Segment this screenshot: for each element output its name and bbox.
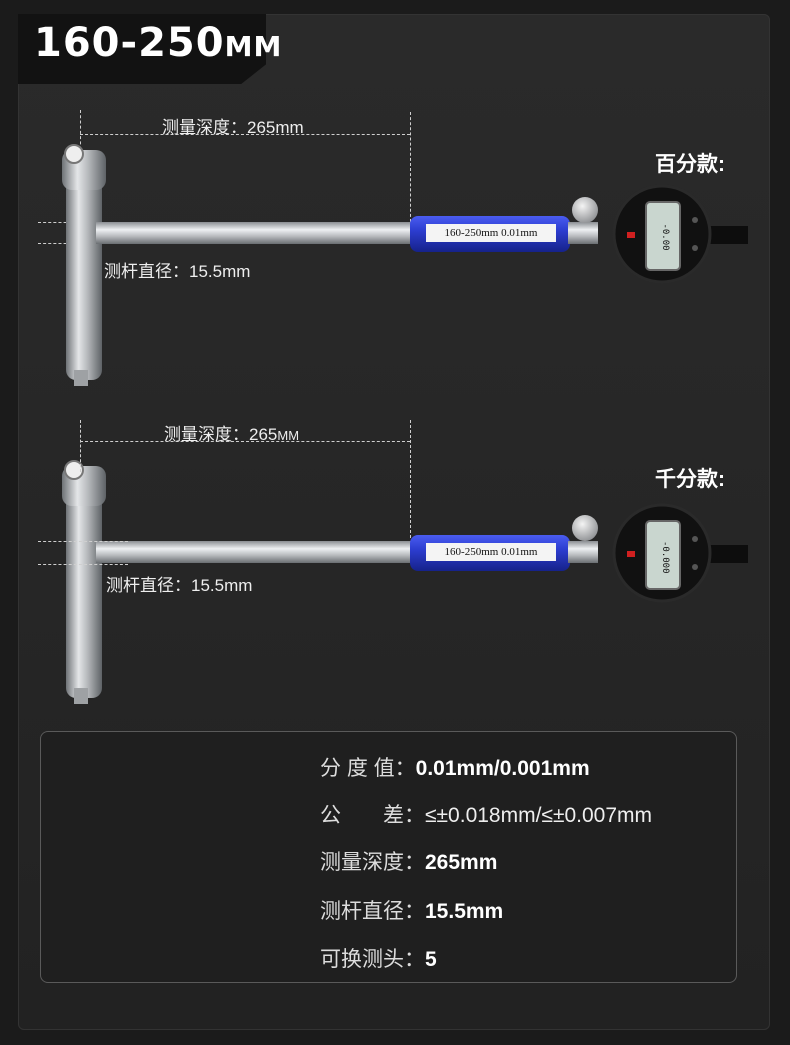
spec-row-probes: 可换测头：5 — [320, 943, 437, 973]
gauge-top-knob — [572, 197, 598, 223]
lcd-readout-bottom: -0.000 — [660, 541, 670, 574]
gauge-bottom-collar — [568, 541, 598, 563]
title-unit: MM — [224, 30, 283, 63]
gauge-top-button-2[interactable] — [692, 245, 698, 251]
depth-label-2: 测量深度：265MM — [164, 420, 299, 445]
gauge-bottom-knob — [572, 515, 598, 541]
gauge-top-collar — [568, 222, 598, 244]
depth-dimension-line-2 — [80, 441, 410, 442]
spec-value-depth: 265mm — [425, 851, 498, 874]
gauge-top-lcd — [645, 201, 681, 271]
spec-value-probes: 5 — [425, 948, 437, 971]
spec-row-diameter: 测杆直径：15.5mm — [320, 895, 503, 925]
gauge-bottom-power-button[interactable] — [627, 551, 635, 557]
page-title: 160-250MM — [34, 20, 282, 66]
spec-value-resolution: 0.01mm/0.001mm — [415, 757, 590, 780]
spec-key-resolution: 分 度 值： — [320, 757, 416, 780]
spec-row-tolerance: 公 差：≤±0.018mm/≤±0.007mm — [320, 799, 652, 829]
variant-label: 百分款: — [655, 153, 725, 176]
title-tab — [18, 14, 266, 84]
diameter-label: 测杆直径：15.5mm — [104, 262, 251, 281]
diameter-dimension-line-top-2 — [38, 541, 128, 542]
depth-dimension-tick-right-2 — [410, 420, 411, 538]
depth-dimension-tick-left — [80, 110, 81, 160]
spec-value-diameter: 15.5mm — [425, 900, 504, 923]
spec-key-depth: 测量深度： — [320, 851, 425, 874]
gauge-bottom-lcd — [645, 520, 681, 590]
spec-row-depth: 测量深度：265mm — [320, 846, 497, 876]
spec-value-tolerance: ≤±0.018mm/≤±0.007mm — [425, 804, 653, 827]
depth-label-2-unit: MM — [277, 428, 300, 443]
gauge-bottom-tip — [74, 688, 88, 704]
gauge-bottom-cable — [700, 545, 748, 563]
spec-box — [40, 731, 737, 983]
depth-dimension-tick-left-2 — [80, 420, 81, 472]
depth-label-2-main: 测量深度：265 — [164, 425, 278, 444]
spec-key-diameter: 测杆直径： — [320, 900, 425, 923]
variant-label-2: 千分款: — [655, 468, 725, 491]
gauge-bottom-rod — [96, 541, 416, 563]
handle-label-bottom: 160-250mm 0.01mm — [426, 543, 556, 561]
gauge-top — [62, 144, 748, 386]
gauge-top-power-button[interactable] — [627, 232, 635, 238]
spec-row-resolution: 分 度 值：0.01mm/0.001mm — [320, 752, 590, 782]
gauge-top-rod — [96, 222, 416, 244]
gauge-top-cable — [700, 226, 748, 244]
gauge-bottom-button-1[interactable] — [692, 536, 698, 542]
gauge-bottom-button-2[interactable] — [692, 564, 698, 570]
lcd-readout-top: -0.00 — [660, 223, 670, 251]
handle-label-top: 160-250mm 0.01mm — [426, 224, 556, 242]
spec-key-tolerance: 公 差： — [320, 804, 425, 827]
gauge-top-tip — [74, 370, 88, 386]
spec-key-probes: 可换测头： — [320, 948, 425, 971]
depth-label: 测量深度：265mm — [162, 118, 304, 137]
depth-dimension-tick-right — [410, 112, 411, 222]
gauge-top-body — [66, 155, 102, 380]
title-range: 160-250 — [34, 20, 225, 66]
depth-dimension-line — [80, 134, 410, 135]
gauge-top-button-1[interactable] — [692, 217, 698, 223]
diameter-label-2: 测杆直径：15.5mm — [106, 576, 253, 595]
gauge-bottom-anvil — [64, 460, 84, 480]
gauge-top-anvil — [64, 144, 84, 164]
gauge-bottom-body — [66, 470, 102, 698]
diameter-dimension-line-bottom-2 — [38, 564, 128, 565]
